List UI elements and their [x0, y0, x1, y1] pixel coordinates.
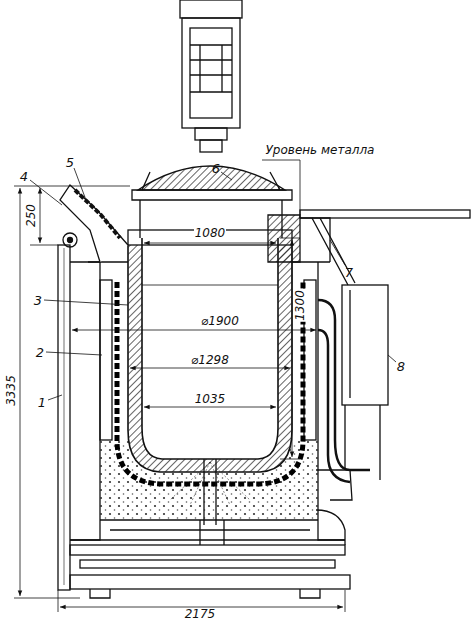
furnace-body-part [64, 248, 65, 585]
furnace-body-part [70, 539, 345, 540]
dimension-lines-part [14, 186, 130, 598]
dimension-lines-part [40, 188, 41, 243]
furnace-body-part [329, 226, 330, 262]
furnace-body-part [312, 218, 355, 285]
furnace-body-part [342, 285, 388, 405]
callout-number: 6 [211, 162, 221, 175]
dimension-label: 1035 [194, 393, 227, 406]
dimension-lines-part [130, 368, 290, 369]
furnace-body-part [268, 215, 300, 262]
leader-lines-part [46, 352, 102, 355]
furnace-body-part [349, 290, 350, 398]
dimension-lines-part [144, 243, 276, 244]
furnace-body-part [142, 285, 278, 286]
leader-lines-part [221, 172, 232, 180]
dimension-label: 3335 [5, 374, 18, 407]
furnace-body-part [318, 262, 345, 540]
leader-lines-part [388, 355, 396, 362]
furnace-body-part [182, 18, 240, 128]
furnace-body-part [70, 545, 345, 555]
furnace-body-part [132, 190, 292, 200]
dimension-label: 250 [25, 203, 38, 228]
callout-number: 5 [65, 156, 75, 169]
furnace-body-part [128, 245, 292, 472]
dimension-label: ⌀1298 [190, 354, 230, 367]
furnace-body-part [70, 575, 350, 589]
furnace-body-part [138, 166, 285, 190]
furnace-body-part [58, 245, 70, 590]
dimension-lines-part [280, 238, 300, 459]
furnace-body-part [70, 262, 100, 540]
dimension-label: 1080 [194, 227, 227, 240]
furnace-body-part [190, 45, 232, 92]
furnace-body-part [190, 28, 232, 118]
furnace-body-part [300, 210, 470, 218]
furnace-body-part [318, 300, 370, 470]
leader-lines-part [44, 300, 128, 305]
callout-number: 2 [35, 346, 45, 359]
furnace-body-part [117, 282, 303, 484]
leader-lines-part [30, 180, 62, 205]
leader-lines-part [74, 168, 86, 200]
dimension-lines-part [20, 188, 21, 596]
furnace-body-part [316, 470, 352, 500]
dimension-label: 2175 [184, 608, 217, 621]
furnace-body-part [142, 172, 280, 190]
dimension-lines-part [292, 240, 293, 457]
furnace-body-part [200, 140, 222, 152]
furnace-body-part [75, 190, 120, 238]
furnace-body-part [195, 128, 227, 140]
callout-number: 8 [396, 360, 406, 373]
callout-number: 4 [19, 170, 29, 183]
dimension-label: 1300 [293, 289, 306, 322]
dimension-label: ⌀1900 [200, 315, 240, 328]
furnace-body-part [204, 459, 216, 525]
leader-lines [30, 160, 396, 400]
note-label: Уровень металла [265, 144, 376, 157]
leader-lines-part [262, 160, 300, 215]
furnace-body-part [100, 520, 318, 530]
furnace-body-part [68, 238, 73, 243]
callout-number: 7 [344, 266, 354, 279]
furnace-body-part [200, 45, 222, 92]
furnace-body-part [90, 589, 320, 598]
leader-lines-part [48, 395, 62, 400]
furnace-body-part [345, 405, 380, 480]
furnace-body-part [316, 510, 345, 545]
furnace-body-part [128, 245, 292, 472]
callout-number: 1 [37, 396, 47, 409]
furnace-body-part [60, 185, 128, 262]
furnace-body-part [180, 0, 242, 18]
furnace-body-part [142, 238, 278, 459]
dimension-lines-part [144, 407, 276, 408]
callout-number: 3 [33, 294, 43, 307]
furnace-body [58, 0, 470, 598]
dimension-lines-part [72, 330, 316, 331]
furnace-body-part [170, 462, 250, 505]
furnace-body-part [80, 560, 335, 568]
dimension-lines [14, 186, 345, 612]
furnace-body-part [63, 233, 77, 247]
leader-lines-part [330, 240, 345, 265]
